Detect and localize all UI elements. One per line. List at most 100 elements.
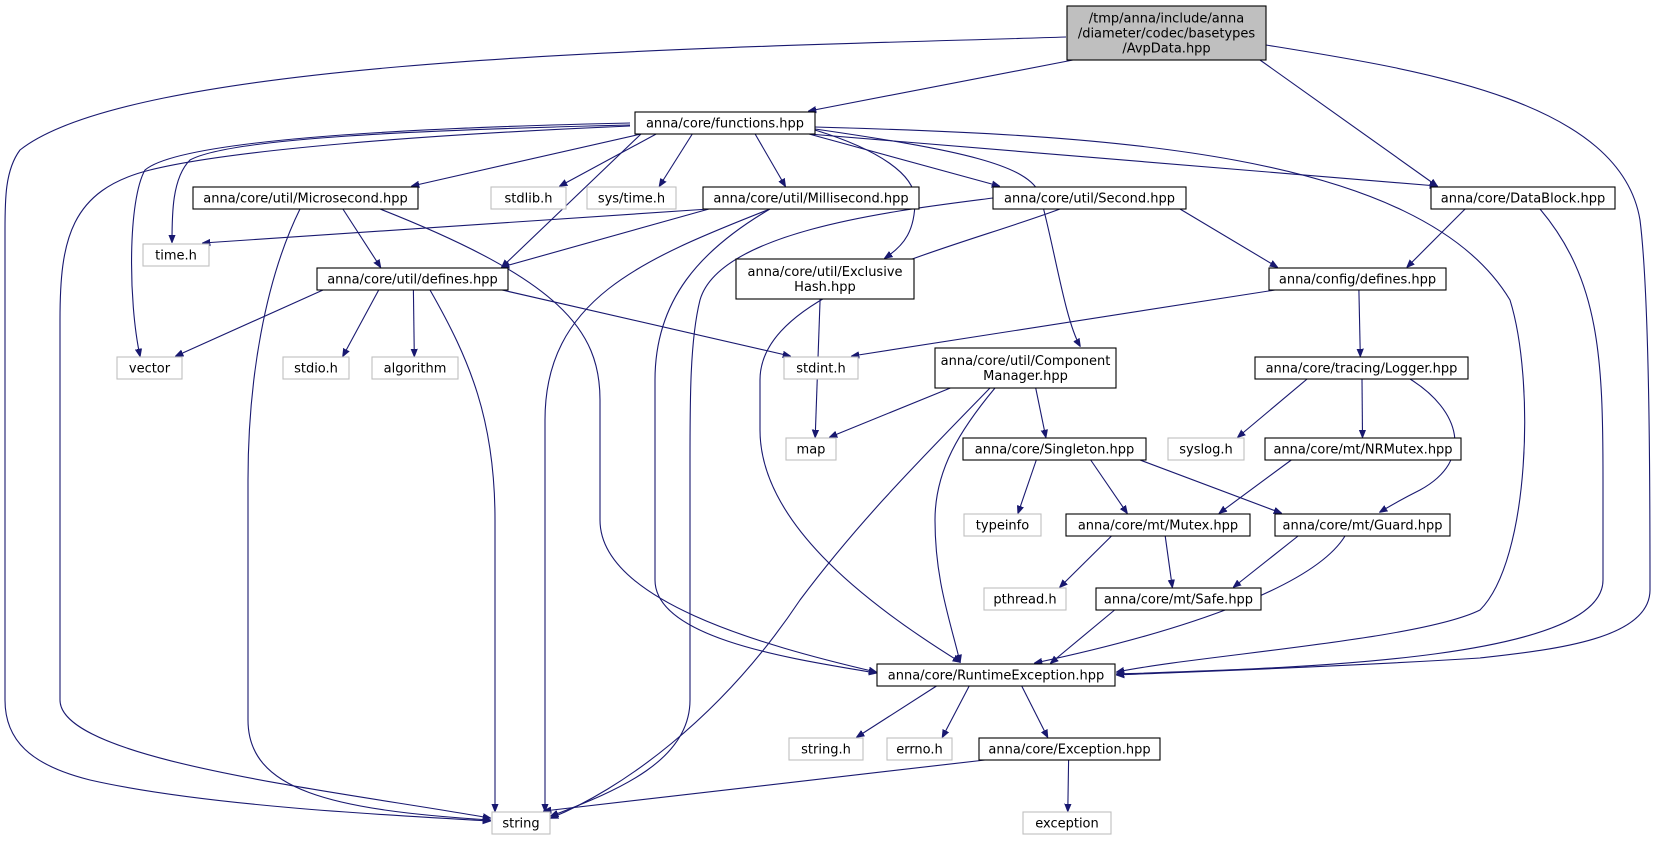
node-exception[interactable]: exception	[1022, 811, 1112, 835]
edge-functions-to-vector	[131, 122, 631, 356]
node-vector[interactable]: vector	[116, 356, 183, 380]
node-box	[962, 437, 1147, 461]
node-logger[interactable]: anna/core/tracing/Logger.hpp	[1254, 356, 1469, 380]
node-box	[1095, 587, 1262, 611]
node-singleton[interactable]: anna/core/Singleton.hpp	[962, 437, 1147, 461]
edge-second-to-string	[551, 197, 994, 816]
node-syslog[interactable]: syslog.h	[1167, 437, 1245, 461]
node-map[interactable]: map	[785, 437, 837, 461]
node-string[interactable]: string	[491, 811, 551, 835]
node-box	[1066, 5, 1267, 61]
edge-configdefines-to-logger	[1359, 289, 1360, 356]
edge-singleton-to-mutex	[1090, 459, 1127, 513]
edge-functions-to-second	[808, 133, 999, 186]
node-box	[783, 356, 859, 380]
edge-millisecond-to-string	[545, 208, 771, 811]
node-configdefines[interactable]: anna/config/defines.hpp	[1268, 267, 1447, 291]
edge-functions-to-systime	[660, 133, 693, 186]
node-guard[interactable]: anna/core/mt/Guard.hpp	[1274, 513, 1451, 537]
node-stdio[interactable]: stdio.h	[282, 356, 350, 380]
node-datablock[interactable]: anna/core/DataBlock.hpp	[1430, 186, 1616, 210]
node-label: anna/core/functions.hpp	[646, 117, 804, 132]
node-box	[1254, 356, 1469, 380]
node-label: map	[797, 443, 826, 458]
edge-runtimeexception-to-stringh	[857, 685, 937, 737]
node-box	[491, 811, 551, 835]
node-algorithm[interactable]: algorithm	[371, 356, 459, 380]
edge-millisecond-to-timeh	[203, 208, 710, 243]
node-mutex[interactable]: anna/core/mt/Mutex.hpp	[1065, 513, 1251, 537]
edge-utildefines-to-algorithm	[413, 289, 414, 356]
node-stringh[interactable]: string.h	[788, 737, 864, 761]
node-microsecond[interactable]: anna/core/util/Microsecond.hpp	[192, 186, 419, 210]
node-timeh[interactable]: time.h	[142, 243, 210, 267]
node-functions[interactable]: anna/core/functions.hpp	[634, 111, 816, 135]
node-utildefines[interactable]: anna/core/util/defines.hpp	[316, 267, 509, 291]
edge-avpdata-to-string	[4, 36, 1067, 821]
edge-functions-to-datablock	[808, 133, 1437, 186]
node-errno[interactable]: errno.h	[886, 737, 953, 761]
edge-second-to-runtimeexception	[759, 208, 1061, 662]
node-millisecond[interactable]: anna/core/util/Millisecond.hpp	[702, 186, 920, 210]
node-box	[702, 186, 920, 210]
edge-configdefines-to-stdint	[852, 289, 1276, 356]
node-label: errno.h	[896, 743, 943, 758]
node-typeinfo[interactable]: typeinfo	[963, 513, 1042, 537]
nodes: /tmp/anna/include/anna/diameter/codec/ba…	[116, 5, 1616, 835]
edge-componentmanager-to-string	[551, 387, 991, 818]
node-label: anna/config/defines.hpp	[1279, 273, 1436, 288]
node-label: anna/core/RuntimeException.hpp	[888, 669, 1104, 684]
node-pthread[interactable]: pthread.h	[983, 587, 1067, 611]
node-systime[interactable]: sys/time.h	[586, 186, 677, 210]
node-label: anna/core/mt/Guard.hpp	[1283, 519, 1443, 534]
node-label: time.h	[155, 249, 197, 264]
node-runtimeexception[interactable]: anna/core/RuntimeException.hpp	[876, 663, 1116, 687]
node-box	[978, 737, 1161, 761]
node-box	[371, 356, 459, 380]
edge-functions-to-runtimeexception	[814, 126, 1526, 672]
edge-avpdata-to-functions	[809, 59, 1074, 111]
node-label: /AvpData.hpp	[1122, 42, 1210, 57]
node-box	[788, 737, 864, 761]
edge-functions-to-string	[59, 125, 631, 818]
node-second[interactable]: anna/core/util/Second.hpp	[992, 186, 1187, 210]
node-label: anna/core/DataBlock.hpp	[1441, 192, 1605, 207]
node-label: typeinfo	[976, 519, 1029, 534]
node-safe[interactable]: anna/core/mt/Safe.hpp	[1095, 587, 1262, 611]
node-box	[785, 437, 837, 461]
edge-exception-hpp-to-string	[544, 759, 986, 811]
node-label: sys/time.h	[598, 192, 665, 207]
node-stdint[interactable]: stdint.h	[783, 356, 859, 380]
node-exception-hpp[interactable]: anna/core/Exception.hpp	[978, 737, 1161, 761]
node-box	[192, 186, 419, 210]
node-box	[1268, 267, 1447, 291]
node-box	[886, 737, 953, 761]
node-box	[1065, 513, 1251, 537]
node-stdlib[interactable]: stdlib.h	[490, 186, 567, 210]
node-label: anna/core/util/Microsecond.hpp	[203, 192, 408, 207]
node-box	[876, 663, 1116, 687]
node-label: anna/core/mt/NRMutex.hpp	[1273, 443, 1452, 458]
edge-utildefines-to-string	[429, 289, 495, 811]
node-label: anna/core/tracing/Logger.hpp	[1266, 362, 1458, 377]
edge-functions-to-timeh	[172, 124, 631, 242]
edge-nrmutex-to-mutex	[1220, 459, 1292, 513]
node-label: anna/core/mt/Mutex.hpp	[1078, 519, 1238, 534]
node-nrmutex[interactable]: anna/core/mt/NRMutex.hpp	[1264, 437, 1462, 461]
edge-componentmanager-to-map	[830, 387, 951, 437]
node-label: vector	[129, 362, 171, 377]
edge-datablock-to-configdefines	[1407, 208, 1466, 267]
node-box	[1022, 811, 1112, 835]
node-avpdata[interactable]: /tmp/anna/include/anna/diameter/codec/ba…	[1066, 5, 1267, 61]
node-box	[634, 111, 816, 135]
node-label: anna/core/util/Millisecond.hpp	[713, 192, 908, 207]
node-label: /diameter/codec/basetypes	[1078, 27, 1256, 42]
edge-utildefines-to-stdint	[501, 289, 790, 356]
node-box	[142, 243, 210, 267]
edge-millisecond-to-runtimeexception	[654, 208, 876, 673]
node-label: string	[502, 817, 539, 832]
edge-componentmanager-to-runtimeexception	[934, 387, 996, 662]
